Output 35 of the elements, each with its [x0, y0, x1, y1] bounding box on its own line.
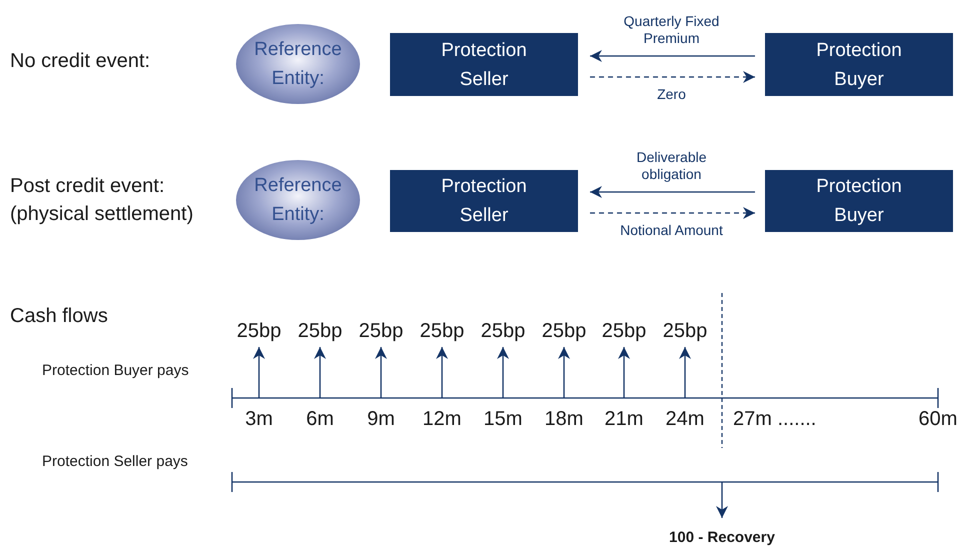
entity-ellipse: Reference Entity: — [236, 160, 360, 240]
arrow — [590, 186, 755, 198]
party-box: Protection Seller — [390, 33, 578, 96]
payment-amount: 25bp — [358, 320, 404, 343]
party-box: Protection Buyer — [765, 33, 953, 96]
time-label: 27m ....... — [733, 408, 816, 431]
time-label: 3m — [245, 408, 273, 431]
payment-amount: 25bp — [298, 320, 342, 343]
time-label: 15m — [484, 408, 522, 431]
arrow — [590, 50, 755, 62]
arrow — [590, 71, 755, 83]
time-label: 9m — [367, 408, 395, 431]
payment-amount: 25bp — [480, 320, 526, 343]
time-label: 12m — [422, 408, 462, 431]
entity-ellipse: Reference Entity: — [236, 24, 360, 104]
time-label: 6m — [306, 408, 334, 431]
payment-amount: 25bp — [602, 320, 646, 343]
flow-label: Protection Seller pays — [42, 453, 188, 470]
payment-amount: 25bp — [542, 320, 586, 343]
time-label: 21m — [604, 408, 644, 431]
row-heading: No credit event: — [10, 50, 150, 73]
section-heading: Cash flows — [10, 305, 108, 328]
time-label: 60m — [918, 408, 958, 431]
row-heading: Post credit event: — [10, 175, 165, 198]
arrow — [590, 207, 755, 219]
payment-amount: 100 - Recovery — [669, 529, 775, 546]
payment-amount: 25bp — [420, 320, 464, 343]
party-box: Protection Buyer — [765, 170, 953, 232]
time-label: 24m — [666, 408, 704, 431]
row-heading: (physical settlement) — [10, 203, 194, 226]
payment-amount: 25bp — [236, 320, 282, 343]
time-label: 18m — [544, 408, 584, 431]
flow-label: Protection Buyer pays — [42, 362, 189, 379]
party-box: Protection Seller — [390, 170, 578, 232]
payment-amount: 25bp — [662, 320, 708, 343]
